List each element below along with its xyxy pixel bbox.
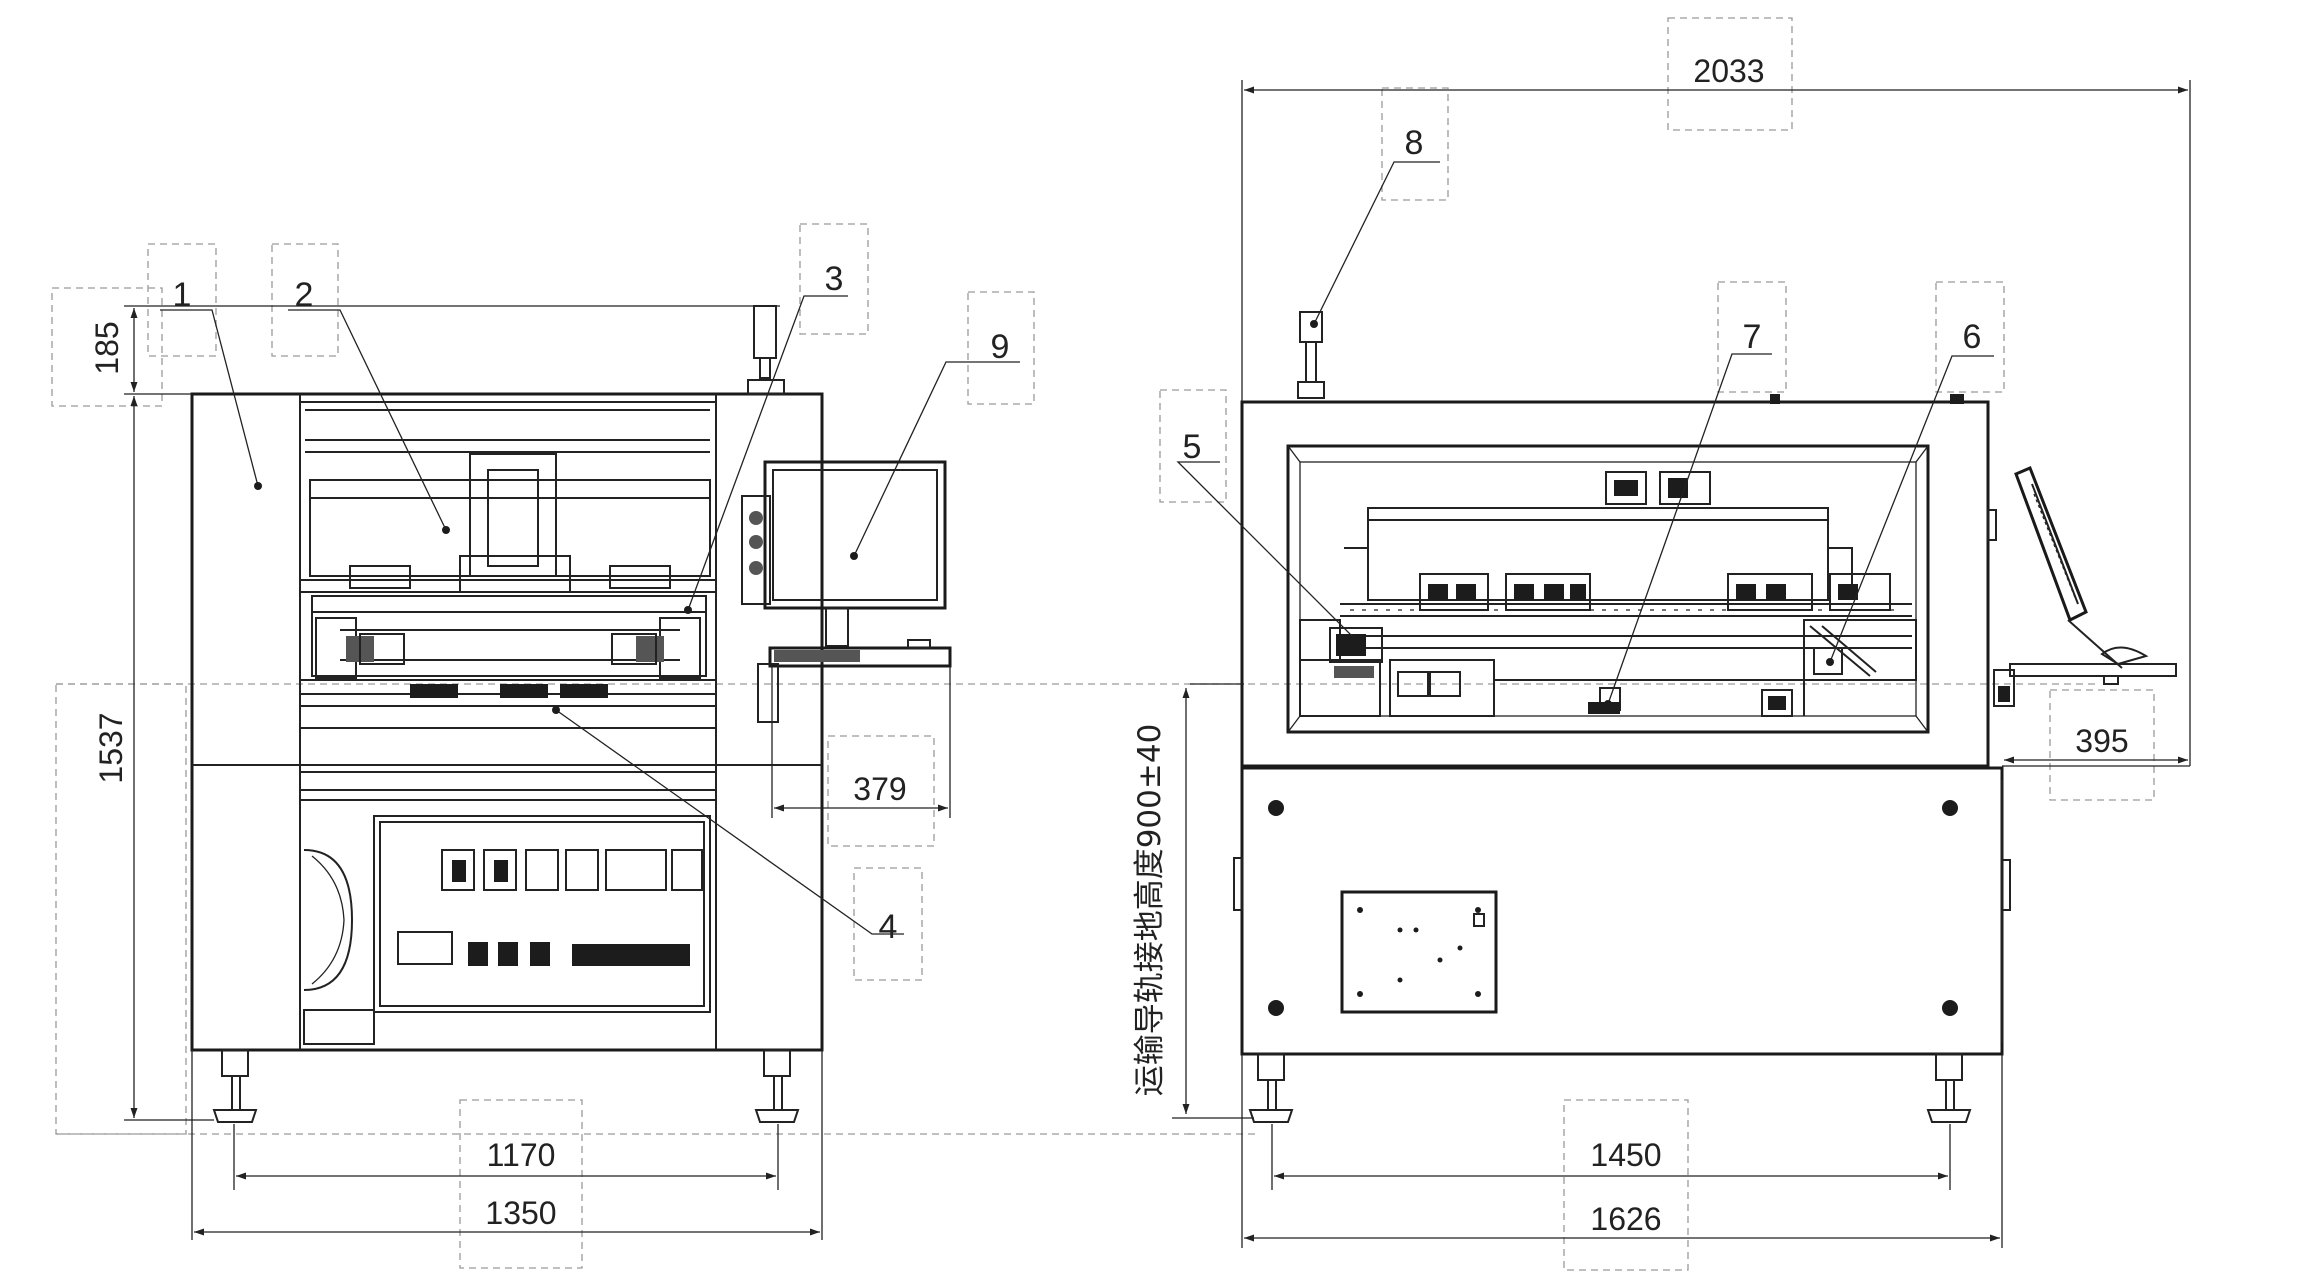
front-feet <box>212 1049 800 1123</box>
front-view <box>51 223 1196 1269</box>
callout-1: 1 <box>173 276 192 314</box>
callout-6: 6 <box>1963 318 1982 356</box>
dim-395: 395 <box>2075 723 2128 759</box>
front-dimension-lines <box>124 305 951 1240</box>
side-leaders <box>1176 161 1994 708</box>
front-leaders <box>160 295 1020 935</box>
front-monitor <box>741 460 952 723</box>
dim-379: 379 <box>853 771 906 807</box>
callout-7: 7 <box>1743 318 1762 356</box>
dim-2033: 2033 <box>1693 53 1764 89</box>
dim-1450: 1450 <box>1590 1137 1661 1173</box>
callout-2: 2 <box>295 276 314 314</box>
side-view <box>1159 17 2191 1271</box>
dim-185: 185 <box>89 321 125 374</box>
dimension-labels: 185 1537 1170 1350 379 2033 395 1450 162… <box>89 53 2129 1237</box>
dim-1537: 1537 <box>93 712 129 783</box>
side-monitor <box>1993 466 2177 707</box>
side-cabinet <box>1233 766 2011 1056</box>
front-cabinet <box>190 305 824 1052</box>
callout-5: 5 <box>1183 428 1202 466</box>
callout-4: 4 <box>879 908 898 946</box>
side-dashed-boxes <box>1159 17 2155 1271</box>
conveyor-height-note: 运输导轨接地高度900±40 <box>1132 724 1168 1097</box>
side-feet <box>1248 1053 1972 1123</box>
dim-1170: 1170 <box>487 1137 556 1173</box>
dim-1626: 1626 <box>1590 1201 1661 1237</box>
callout-3: 3 <box>825 260 844 298</box>
callout-labels: 1 2 3 4 5 6 7 8 9 <box>173 124 1982 946</box>
callout-9: 9 <box>991 328 1010 366</box>
callout-8: 8 <box>1405 124 1424 162</box>
side-enclosure <box>1240 311 1997 768</box>
front-dashed-boxes <box>51 223 1196 1269</box>
side-dimension-lines <box>1172 80 2191 1248</box>
dim-1350: 1350 <box>485 1195 556 1231</box>
